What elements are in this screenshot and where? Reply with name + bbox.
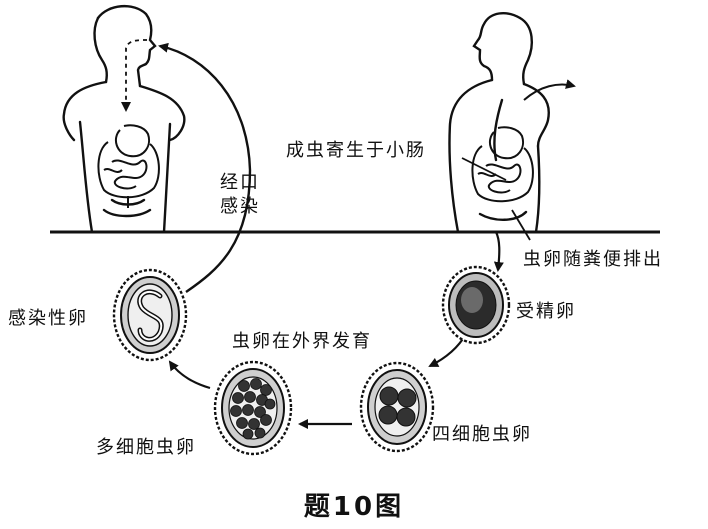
oral-infection-label-line2: 感染 (220, 196, 260, 217)
fertilized-egg (441, 265, 511, 345)
figure-caption: 题10图 (303, 492, 405, 522)
four-cell-egg-label: 四细胞虫卵 (432, 424, 532, 445)
infective-egg (112, 268, 188, 362)
fertilized-egg-label: 受精卵 (516, 301, 576, 322)
right-digestive-tract (471, 126, 534, 203)
infective-egg-label: 感染性卵 (8, 308, 88, 329)
four-cell-egg (359, 361, 435, 453)
intestine-pointer (461, 157, 507, 181)
left-human-figure (62, 5, 186, 234)
multi-cell-egg (213, 360, 293, 456)
arrow-infective-to-mouth (158, 42, 252, 293)
ingestion-path (121, 39, 148, 112)
multi-cell-egg-label: 多细胞虫卵 (96, 437, 196, 458)
left-digestive-tract (97, 124, 160, 208)
egg-excretion-label: 虫卵随粪便排出 (523, 249, 663, 270)
arrow-multi-cell-to-infective (168, 360, 211, 390)
adult-location-label: 成虫寄生于小肠 (286, 140, 426, 161)
arrow-excretion-to-fertilized (493, 231, 504, 272)
right-human-figure (448, 12, 550, 234)
exit-arrow (523, 79, 576, 101)
oral-infection-label-line1: 经口 (220, 172, 260, 193)
external-development-label: 虫卵在外界发育 (232, 331, 372, 352)
excretion-pointer (511, 209, 531, 241)
